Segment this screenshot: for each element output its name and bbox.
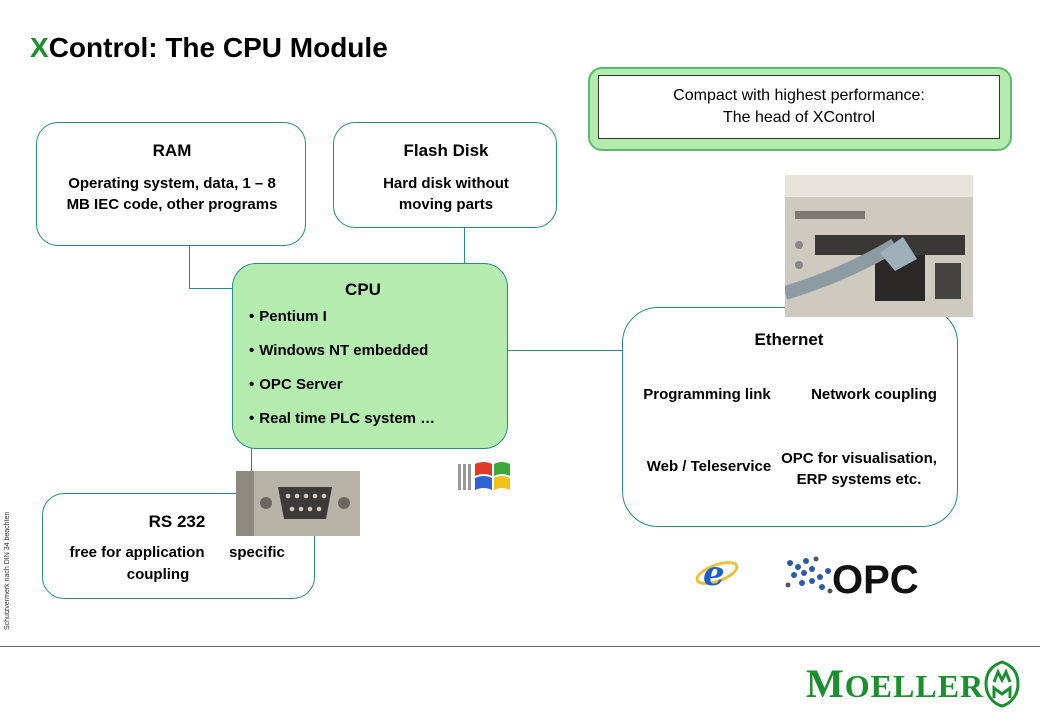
ethernet-heading: Ethernet	[754, 330, 824, 349]
flash-disk-text: Hard disk without moving parts	[383, 175, 509, 213]
page-title: XControl: The CPU Module	[30, 32, 388, 64]
side-note: Schutzvermerk nach DIN 34 beachten	[4, 300, 14, 630]
cpu-box: CPU Pentium I Windows NT embedded OPC Se…	[232, 263, 508, 449]
footer-divider	[0, 646, 1040, 647]
title-accent-letter: X	[30, 32, 49, 63]
flash-disk-box: Flash Disk Hard disk without moving part…	[333, 122, 557, 228]
logo-rest: OELLER	[844, 668, 985, 704]
cpu-feature-item: Windows NT embedded	[249, 342, 435, 376]
internet-explorer-icon: e	[694, 552, 740, 594]
cpu-feature-list: Pentium I Windows NT embedded OPC Server…	[249, 308, 435, 444]
logo-first-letter: M	[806, 661, 845, 706]
ethernet-hardware-photo	[782, 175, 973, 317]
ethernet-box: Ethernet Programming link Network coupli…	[622, 307, 958, 527]
callout-box: Compact with highest performance: The he…	[598, 75, 1000, 139]
cpu-heading: CPU	[345, 280, 381, 299]
rs232-heading: RS 232	[148, 512, 206, 531]
rs232-connector-photo	[236, 471, 360, 536]
ram-heading: RAM	[152, 141, 192, 160]
connector-flash	[464, 227, 465, 264]
connector-ram-vertical	[189, 246, 190, 289]
side-note-text: Schutzvermerk nach DIN 34 beachten	[4, 511, 11, 630]
ethernet-network-coupling: Network coupling	[811, 386, 937, 403]
connector-ethernet	[507, 350, 623, 351]
opc-logo: OPC	[782, 553, 930, 602]
moeller-emblem-icon	[984, 660, 1020, 708]
ram-box: RAM Operating system, data, 1 – 8 MB IEC…	[36, 122, 306, 246]
cpu-feature-item: Pentium I	[249, 308, 435, 342]
opc-logo-text: OPC	[832, 558, 919, 599]
rs232-box: RS 232 free for application specific cou…	[42, 493, 315, 599]
moeller-logo-text: MOELLER	[806, 664, 984, 706]
windows-logo-icon	[458, 458, 516, 496]
connector-ram-horizontal	[189, 288, 233, 289]
cpu-feature-item: OPC Server	[249, 376, 435, 410]
cpu-feature-item: Real time PLC system …	[249, 410, 435, 444]
rs232-text-b: specific	[229, 544, 285, 561]
ethernet-programming-link: Programming link	[643, 386, 771, 403]
rs232-text-c: coupling	[126, 566, 190, 583]
ram-text: Operating system, data, 1 – 8 MB IEC cod…	[66, 175, 278, 213]
callout-line-2: The head of XControl	[722, 109, 876, 126]
callout-line-1: Compact with highest performance:	[673, 87, 925, 104]
ethernet-web-teleservice: Web / Teleservice	[646, 458, 772, 475]
title-text: Control: The CPU Module	[48, 32, 388, 63]
ethernet-opc: OPC for visualisation, ERP systems etc.	[781, 450, 937, 488]
svg-text:e: e	[703, 554, 725, 592]
flash-disk-heading: Flash Disk	[403, 141, 489, 160]
rs232-text-a: free for application	[69, 544, 205, 561]
